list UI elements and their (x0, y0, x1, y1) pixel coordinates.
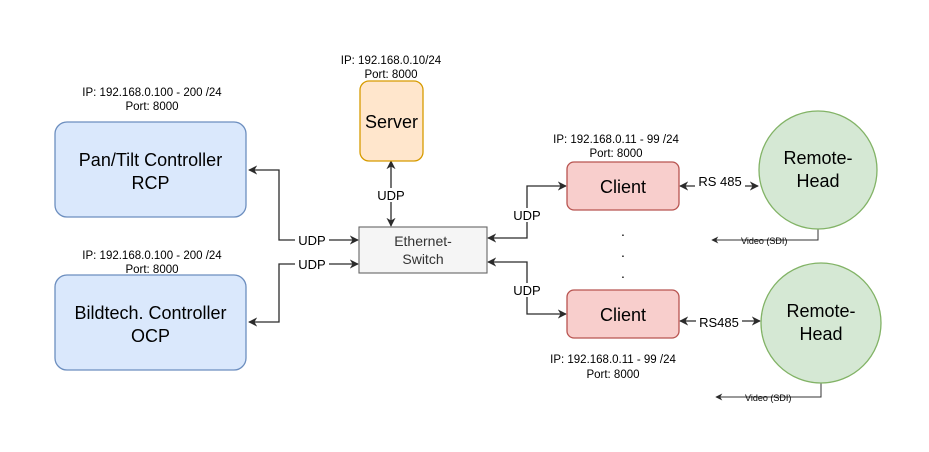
node-remote-head-bottom[interactable]: Remote- Head (760, 262, 882, 384)
node-client-bottom[interactable]: Client (566, 289, 680, 339)
client-top-ip: IP: 192.168.0.11 - 99 /24 (553, 134, 679, 146)
bildtech-line1: Bildtech. Controller (74, 303, 226, 323)
edge-label-rs-top: RS 485 (698, 174, 741, 189)
head-bottom-line1: Remote- (786, 301, 855, 321)
client-bottom-ip: IP: 192.168.0.11 - 99 /24 (550, 354, 676, 366)
pan-tilt-line1: Pan/Tilt Controller (79, 150, 222, 170)
node-pan-tilt-controller[interactable]: Pan/Tilt Controller RCP (54, 121, 247, 218)
edge-label-rs-bottom: RS485 (699, 315, 739, 330)
switch-line2: Switch (402, 251, 443, 267)
pan-tilt-port: Port: 8000 (125, 101, 178, 113)
edge-video-bottom (715, 383, 822, 401)
node-bildtech-controller[interactable]: Bildtech. Controller OCP (54, 274, 247, 371)
server-ip: IP: 192.168.0.10/24 (341, 55, 442, 67)
bildtech-line2: OCP (131, 326, 170, 346)
edge-video-top (711, 228, 819, 244)
ellipsis-dot-3: . (621, 265, 625, 281)
node-client-top[interactable]: Client (566, 161, 680, 211)
ellipsis-dot-2: . (621, 244, 625, 260)
switch-line1: Ethernet- (394, 233, 452, 249)
node-server[interactable]: Server (359, 80, 424, 162)
pan-tilt-line2: RCP (131, 173, 169, 193)
edge-label-udp-bildtech: UDP (298, 257, 325, 272)
node-remote-head-top[interactable]: Remote- Head (758, 110, 878, 230)
edge-label-video-bottom: Video (SDI) (745, 393, 791, 403)
client-top-label: Client (600, 177, 646, 197)
edge-bildtech-switch (248, 259, 359, 327)
pan-tilt-ip: IP: 192.168.0.100 - 200 /24 (82, 87, 222, 99)
edge-pantilt-switch (248, 165, 359, 245)
client-top-port: Port: 8000 (589, 148, 642, 160)
node-ethernet-switch[interactable]: Ethernet- Switch (358, 226, 488, 274)
edge-label-udp-client-bottom: UDP (513, 283, 540, 298)
head-top-line1: Remote- (783, 148, 852, 168)
edge-label-video-top: Video (SDI) (741, 236, 787, 246)
client-bottom-port: Port: 8000 (586, 369, 639, 381)
edge-label-udp-client-top: UDP (513, 208, 540, 223)
ellipsis-dot-1: . (621, 223, 625, 239)
bildtech-ip: IP: 192.168.0.100 - 200 /24 (82, 250, 222, 262)
head-bottom-line2: Head (799, 324, 842, 344)
head-top-line2: Head (796, 171, 839, 191)
server-port: Port: 8000 (364, 69, 417, 81)
bildtech-port: Port: 8000 (125, 264, 178, 276)
client-bottom-label: Client (600, 305, 646, 325)
server-label: Server (365, 112, 418, 132)
edge-label-udp-pantilt: UDP (298, 233, 325, 248)
edge-label-udp-server: UDP (377, 188, 404, 203)
